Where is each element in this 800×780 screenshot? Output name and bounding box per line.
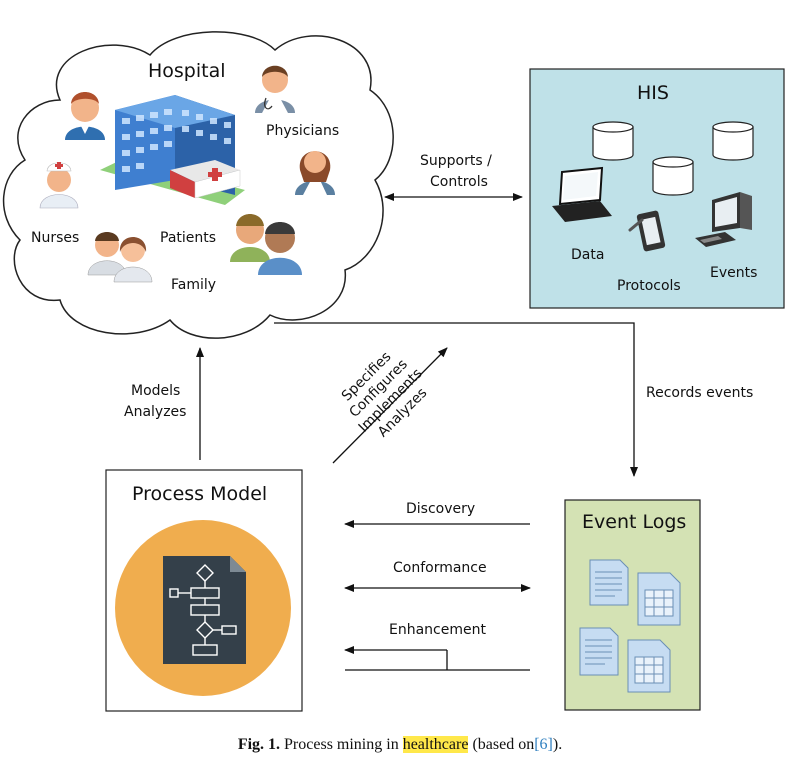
caption-fig-number: Fig. 1. bbox=[237, 736, 281, 753]
enhancement-label: Enhancement bbox=[389, 622, 486, 638]
figure-caption: Fig. 1. Process mining in healthcare (ba… bbox=[0, 736, 800, 754]
database-icon bbox=[712, 121, 754, 161]
caption-text-after: ). bbox=[552, 736, 563, 753]
laptop-icon bbox=[552, 166, 612, 222]
physician-icon bbox=[255, 65, 295, 113]
log-document-icon bbox=[579, 627, 619, 676]
log-document-icon bbox=[589, 559, 629, 606]
patients-pair-icon bbox=[230, 214, 302, 275]
hospital-building-icon bbox=[100, 95, 245, 205]
hospital-title: Hospital bbox=[148, 60, 226, 82]
physicians-label: Physicians bbox=[266, 123, 340, 139]
records-events-label: Records events bbox=[646, 385, 754, 401]
log-table-icon bbox=[627, 639, 671, 693]
tablet-icon bbox=[628, 210, 666, 252]
nurses-pair-icon bbox=[87, 232, 153, 283]
enhancement-arrow bbox=[344, 646, 530, 671]
event-logs-title: Event Logs bbox=[582, 511, 687, 533]
nurse-icon bbox=[39, 162, 79, 209]
caption-highlight: healthcare bbox=[402, 736, 469, 753]
records-events-arrow bbox=[274, 322, 638, 477]
family-label: Family bbox=[171, 277, 217, 293]
patients-label: Patients bbox=[160, 230, 217, 246]
nurses-label: Nurses bbox=[31, 230, 80, 246]
caption-text-before: Process mining in bbox=[284, 736, 399, 753]
database-icon bbox=[592, 121, 634, 161]
events-label: Events bbox=[710, 265, 758, 281]
conformance-label: Conformance bbox=[393, 560, 487, 576]
discovery-label: Discovery bbox=[406, 501, 476, 517]
database-icon bbox=[652, 156, 694, 196]
models-label: Models bbox=[131, 383, 181, 399]
supports-label: Supports / bbox=[420, 153, 492, 169]
desktop-computer-icon bbox=[695, 192, 752, 247]
specifies-diagonal-arrow bbox=[332, 347, 448, 464]
analyzes-label: Analyzes bbox=[124, 404, 187, 420]
controls-label: Controls bbox=[430, 174, 488, 190]
flowchart-document-icon bbox=[163, 556, 246, 664]
data-label: Data bbox=[571, 247, 605, 263]
log-table-icon bbox=[637, 572, 681, 626]
protocols-label: Protocols bbox=[617, 278, 681, 294]
caption-reference-link[interactable]: [6] bbox=[534, 736, 553, 753]
female-physician-icon bbox=[295, 151, 335, 195]
his-title: HIS bbox=[637, 82, 669, 104]
process-model-title: Process Model bbox=[132, 483, 268, 505]
doctor-icon bbox=[65, 92, 105, 140]
caption-text-mid: (based on bbox=[472, 736, 535, 753]
